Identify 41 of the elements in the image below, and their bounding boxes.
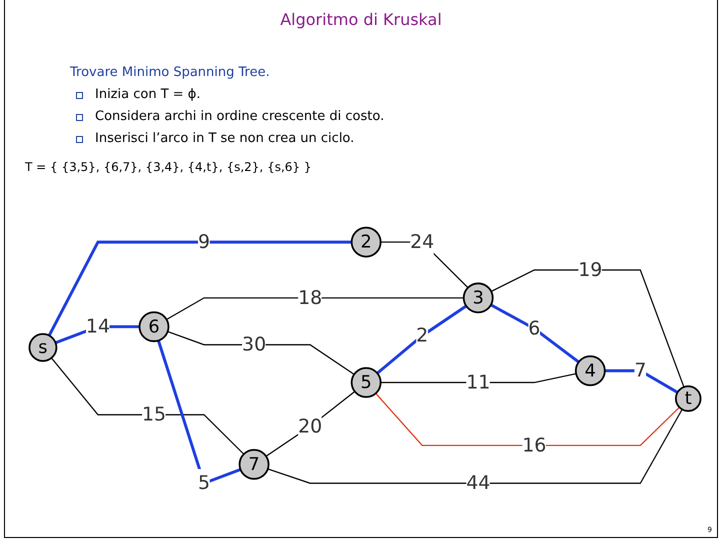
- slide-title: Algoritmo di Kruskal: [279, 10, 443, 29]
- edge-label: 14: [86, 314, 110, 338]
- node-circle: 5: [350, 367, 382, 398]
- edge-label: 19: [578, 258, 602, 281]
- edge-label: 44: [466, 471, 490, 494]
- edge-label: 2: [416, 324, 428, 346]
- edge-label: 24: [410, 230, 434, 253]
- connector: [490, 304, 580, 364]
- connector: [268, 409, 683, 484]
- connector: [375, 392, 680, 446]
- edge-label: 20: [298, 414, 322, 438]
- set-text: T = { {3,5}, {6,7}, {3,4}, {4,t}, {s,2}, {s,6} }: [25, 159, 312, 176]
- node-circle: s: [28, 333, 58, 362]
- edge-label: 5: [198, 471, 210, 494]
- connector: [51, 358, 244, 455]
- edge-label: 16: [522, 434, 546, 456]
- edge-label: 9: [198, 230, 210, 253]
- bullet-text: Considera archi in ordine crescente di costo.: [95, 108, 384, 126]
- connector: [266, 391, 356, 457]
- connector: [167, 331, 354, 375]
- node-circle: 2: [350, 226, 382, 258]
- edge-label: 30: [242, 332, 266, 356]
- node-circle: 3: [462, 282, 494, 314]
- node-circle: t: [675, 385, 702, 412]
- edge-label: 15: [142, 402, 166, 426]
- edge-label: 11: [466, 370, 490, 394]
- edge-label: 18: [298, 286, 322, 309]
- connector: [376, 304, 468, 374]
- edge-label: 7: [634, 358, 646, 382]
- bullet-text: Inizia con T = ϕ.: [95, 86, 200, 104]
- connector: [490, 269, 684, 388]
- connector: [48, 240, 352, 336]
- connector: [157, 340, 242, 486]
- node-circle: 4: [574, 355, 606, 386]
- bullet-text: Inserisci l’arco in T se non crea un ciclo.: [95, 130, 354, 148]
- connector: [380, 373, 576, 384]
- heading-text: Trovare Minimo Spanning Tree.: [70, 64, 270, 82]
- node-circle: 7: [238, 448, 270, 480]
- connector: [166, 297, 464, 320]
- node-circle: 6: [138, 311, 170, 342]
- edge-label: 6: [528, 316, 540, 340]
